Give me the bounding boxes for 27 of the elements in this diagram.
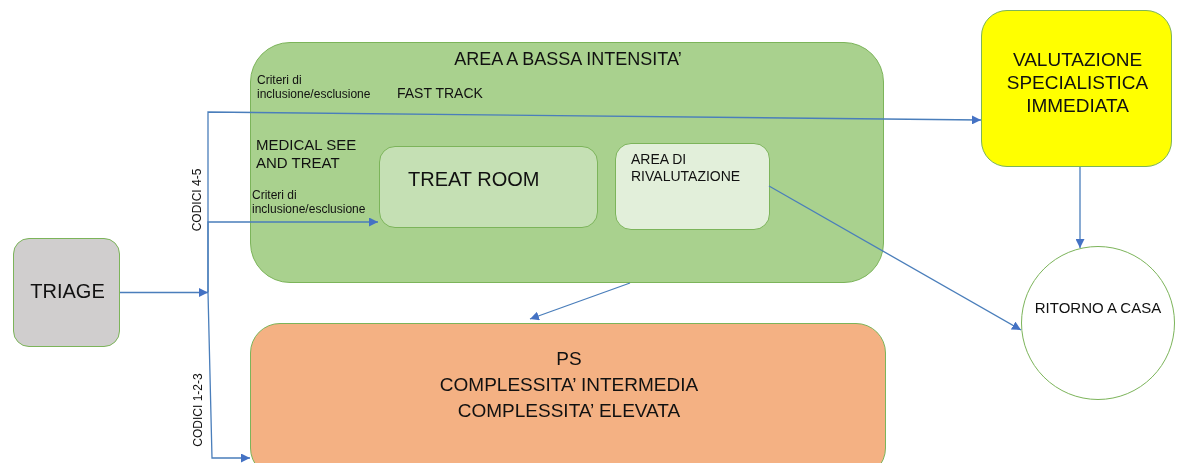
node-label: VALUTAZIONE SPECIALISTICA IMMEDIATA <box>1005 49 1150 118</box>
branch-arrow <box>207 217 379 294</box>
section-label: MEDICAL SEE AND TREAT <box>256 136 358 172</box>
node-label: COMPLESSITA’ ELEVATA <box>456 400 682 423</box>
arrow <box>119 288 209 297</box>
process-box <box>250 323 886 463</box>
arrow <box>768 185 1022 331</box>
node-label: COMPLESSITA’ INTERMEDIA <box>438 374 700 397</box>
edge-label: CODICI 4-5 <box>189 168 204 232</box>
criteria-note: Criteri di inclusione/esclusione <box>257 73 372 102</box>
process-box <box>13 238 120 347</box>
process-box <box>615 143 770 230</box>
process-box <box>981 10 1172 167</box>
process-box <box>379 146 598 228</box>
section-label: FAST TRACK <box>397 85 484 102</box>
node-label: RITORNO A CASA <box>1033 299 1163 317</box>
node-label: AREA DI RIVALUTAZIONE <box>631 151 742 185</box>
arrow <box>529 282 631 321</box>
area-box <box>250 42 884 283</box>
edge-label: CODICI 1-2-3 <box>190 373 205 447</box>
arrow <box>1075 166 1085 249</box>
node-label: TRIAGE <box>29 279 106 303</box>
criteria-note: Criteri di inclusione/esclusione <box>252 188 367 217</box>
node-label: TREAT ROOM <box>408 167 541 191</box>
branch-arrow <box>207 291 251 463</box>
node-label: PS <box>555 348 583 371</box>
area-title: AREA A BASSA INTENSITA’ <box>453 49 683 71</box>
